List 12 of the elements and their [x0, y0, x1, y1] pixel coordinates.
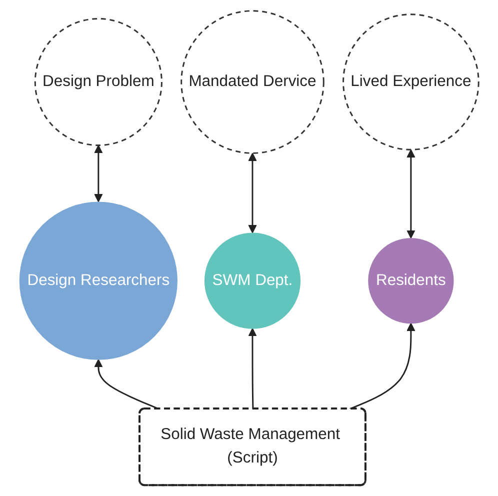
arrow	[406, 149, 416, 238]
arrow	[349, 322, 416, 410]
arrow	[94, 144, 102, 202]
node-circle: Mandated Dervice	[180, 10, 324, 154]
node-circle: Residents	[368, 238, 454, 324]
node-circle: Design Researchers	[19, 202, 178, 360]
arrow	[248, 152, 257, 234]
node-circle: Lived Experience	[342, 14, 480, 150]
node-circle: Design Problem	[34, 18, 162, 146]
node-circle: SWM Dept.	[204, 232, 300, 329]
arrow	[94, 359, 160, 410]
arrow	[248, 328, 257, 409]
